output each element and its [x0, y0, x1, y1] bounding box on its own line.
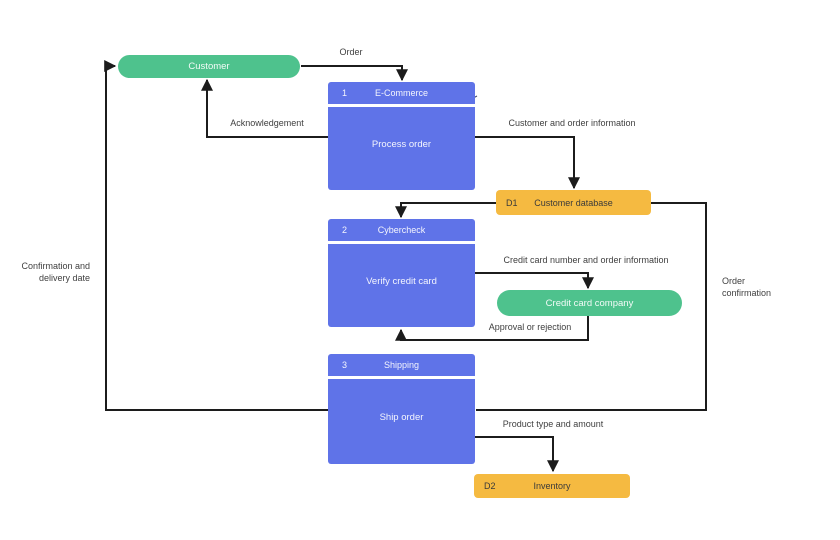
store-id: D1 [506, 197, 518, 208]
process-header: 3 Shipping [328, 354, 475, 379]
process-cybercheck: 2 Cybercheck Verify credit card [328, 219, 475, 327]
flow-line-customer-order-info [475, 136, 580, 190]
flow-label-approval-or-rejection: Approval or rejection [488, 322, 572, 332]
flow-line-acknowledgement [201, 78, 328, 138]
flow-label-confirmation-delivery-date: Confirmation and delivery date [21, 261, 90, 283]
flow-line-order [301, 65, 408, 82]
process-body: Ship order [328, 379, 475, 464]
entity-label: Customer [188, 61, 230, 72]
process-action: Verify credit card [366, 276, 437, 287]
store-id: D2 [484, 481, 496, 491]
process-action: Ship order [379, 412, 424, 423]
process-title: Cybercheck [377, 225, 426, 235]
process-body: Process order [328, 107, 475, 190]
flow-line-cc-number-order-info [475, 272, 594, 290]
process-number: 3 [342, 360, 348, 370]
flow-label-cc-number-order-info: Credit card number and order information [503, 255, 669, 265]
process-title: Shipping [383, 360, 420, 370]
process-header: 1 E-Commerce [328, 82, 475, 107]
entity-customer: Customer [118, 55, 300, 78]
flow-line-approval-or-rejection [395, 316, 589, 341]
entity-credit-card-company: Credit card company [497, 290, 682, 316]
flow-line-confirmation-delivery-date [104, 60, 328, 411]
process-action: Process order [371, 139, 432, 150]
flow-line-product-type-amount [475, 436, 559, 473]
flow-label-product-type-amount: Product type and amount [502, 419, 604, 429]
entity-label: Credit card company [545, 297, 634, 309]
flow-label-order: Order [339, 47, 363, 57]
process-number: 2 [342, 225, 348, 235]
store-label: Customer database [534, 197, 613, 208]
store-label: Inventory [533, 481, 571, 491]
flow-line-order-confirmation [476, 202, 707, 411]
data-store-customer-database: D1 Customer database [496, 190, 651, 215]
data-store-inventory: D2 Inventory [474, 474, 630, 498]
flow-label-customer-order-info: Customer and order information [508, 118, 636, 128]
process-header: 2 Cybercheck [328, 219, 475, 244]
flow-label-order-confirmation: Order confirmation [722, 276, 772, 298]
process-ecommerce: 1 E-Commerce Process order [328, 82, 475, 190]
flow-label-acknowledgement: Acknowledgement [230, 118, 304, 128]
process-shipping: 3 Shipping Ship order [328, 354, 475, 464]
process-body: Verify credit card [328, 244, 475, 327]
flow-line-d1-to-cybercheck [395, 202, 496, 219]
process-number: 1 [342, 88, 348, 98]
process-title: E-Commerce [374, 88, 428, 98]
